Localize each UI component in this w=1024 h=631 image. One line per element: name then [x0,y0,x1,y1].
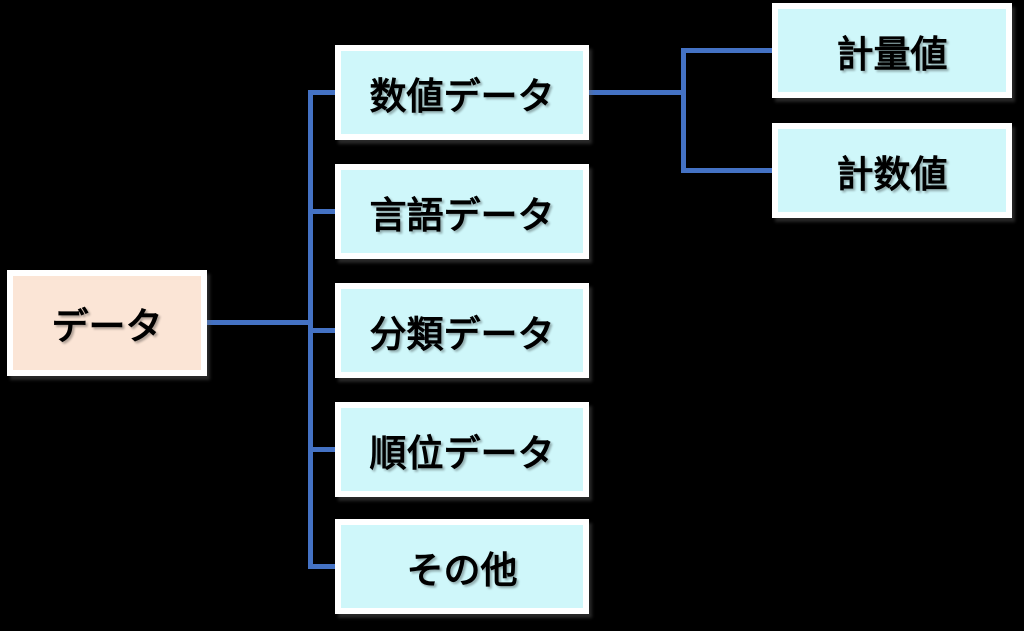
connector-stub-numeric [311,90,337,95]
child-node-counted-value: 計数値 [772,123,1012,218]
connector-numeric-to-spine [587,90,684,95]
connector-stub-other [311,564,337,569]
category-node-language: 言語データ [335,164,589,259]
category-node-other: その他 [335,519,589,614]
connector-right-spine [681,48,686,173]
root-node-label: データ [51,306,163,347]
root-node-data: データ [7,270,207,376]
connector-left-spine [308,90,313,569]
category-node-label: その他 [406,549,518,591]
connector-stub-classification [311,328,337,333]
connector-stub-measured-value [684,48,772,53]
child-node-measured-value: 計量値 [772,3,1012,98]
category-node-numeric: 数値データ [335,45,589,140]
category-node-label: 分類データ [369,313,555,355]
child-node-label: 計数値 [836,153,948,195]
category-node-label: 順位データ [369,432,555,474]
connector-root-to-spine [205,320,311,325]
category-node-label: 言語データ [369,194,555,236]
category-node-rank: 順位データ [335,402,589,497]
child-node-label: 計量値 [836,33,948,75]
connector-stub-language [311,209,337,214]
category-node-label: 数値データ [369,75,555,117]
category-node-classification: 分類データ [335,283,589,378]
connector-stub-counted-value [684,168,772,173]
connector-stub-rank [311,447,337,452]
